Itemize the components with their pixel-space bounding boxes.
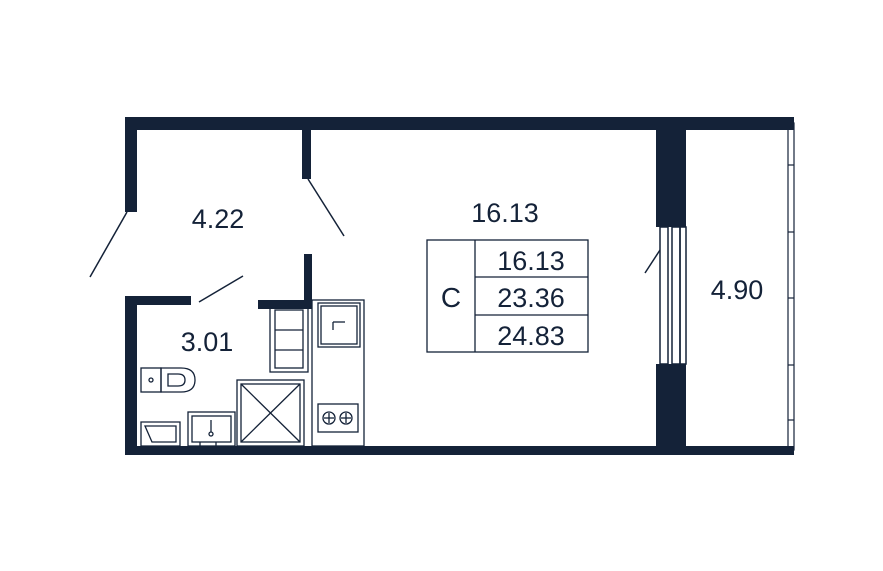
bathtub-corner: [140, 421, 181, 447]
partition-upper: [302, 117, 311, 179]
bathroom-top-wall: [125, 296, 191, 305]
balcony-wall-lower: [656, 364, 686, 455]
bathroom-area-label: 3.01: [181, 327, 234, 357]
top-wall: [125, 117, 794, 130]
apartment-type-label: С: [441, 282, 461, 313]
main-room-area-label: 16.13: [471, 198, 539, 228]
kitchen-sink: [317, 302, 361, 348]
toilet: [140, 367, 196, 393]
balcony-area-label: 4.90: [711, 275, 764, 305]
walls: [125, 117, 794, 455]
balcony-wall-upper: [656, 117, 686, 227]
balcony: [686, 122, 795, 451]
partition-lower: [304, 254, 312, 300]
kitchen-block: [311, 299, 365, 447]
stove: [317, 403, 359, 433]
hallway-area-label: 4.22: [192, 204, 245, 234]
left-wall-lower: [125, 296, 137, 454]
burner-left: [322, 411, 336, 425]
balcony-glazing: [787, 122, 795, 451]
bathroom-door: [198, 275, 244, 303]
washing-machine: [269, 304, 309, 373]
entrance-door: [89, 211, 128, 278]
balcony-door: [644, 226, 687, 365]
area-summary-table: С 16.13 23.36 24.83: [426, 239, 589, 353]
doors: [89, 178, 345, 303]
kitchen-counter: [311, 299, 365, 447]
bottom-wall: [125, 446, 794, 455]
total-with-balcony-value: 24.83: [497, 321, 565, 351]
total-area-value: 23.36: [497, 283, 565, 313]
main-room-door: [307, 178, 345, 237]
living-area-value: 16.13: [497, 246, 565, 276]
burner-right: [339, 411, 353, 425]
washbasin: [187, 411, 236, 447]
left-wall-upper: [125, 117, 137, 212]
shower-tray: [236, 379, 305, 447]
